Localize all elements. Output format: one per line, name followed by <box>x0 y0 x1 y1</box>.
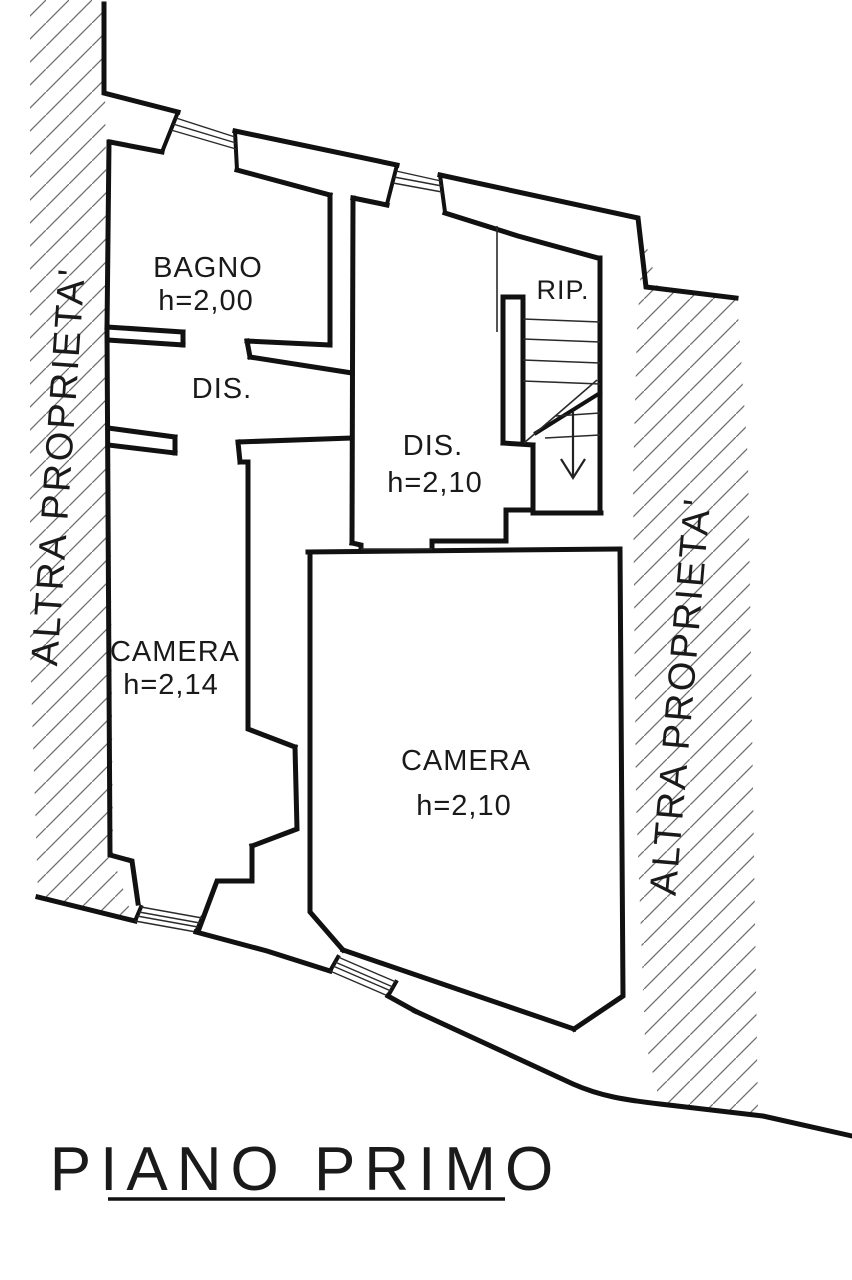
corridor-bottom-wall-left <box>105 425 178 456</box>
stair-winder-edge <box>533 390 603 436</box>
dis-lower-bottom-wall <box>349 507 536 552</box>
stair-tread-1 <box>522 318 601 323</box>
bottom-wall-left <box>34 893 139 925</box>
outer-wall-left <box>104 139 141 906</box>
stair-tread-2 <box>522 338 601 343</box>
stair-tread-3 <box>522 359 601 364</box>
room-label-dis-upper: DIS. <box>192 373 252 405</box>
mid-vertical-wall <box>349 195 356 546</box>
room-height-bagno: h=2,00 <box>158 285 254 317</box>
room-label-bagno: BAGNO <box>153 252 263 284</box>
room-label-camera-main: CAMERA <box>401 745 531 777</box>
room-height-camera-left: h=2,14 <box>123 669 219 701</box>
stair-bottom-wall <box>500 440 604 516</box>
outer-wall-top-mid <box>232 128 400 168</box>
right-property-hatch <box>633 233 758 1115</box>
stair-down-arrow-icon <box>560 412 586 481</box>
inner-top-wall <box>107 139 165 155</box>
room-label-camera-left: CAMERA <box>110 636 240 668</box>
camera-main-left-wall <box>307 549 347 954</box>
terrain-boundary-line <box>411 1007 852 1139</box>
camera-main-bottom-inner <box>339 946 578 1033</box>
camera-main-top-wall <box>305 546 620 555</box>
room-label-dis-lower: DIS. <box>403 430 463 462</box>
bagno-bottom-wall-left <box>104 324 186 348</box>
window-opening-stair <box>384 162 448 215</box>
corridor-bottom-wall-right <box>235 435 355 465</box>
inner-top-wall-3 <box>350 195 390 208</box>
bottom-wall-mid <box>192 928 334 975</box>
window-opening-camera-main <box>327 954 399 999</box>
page-title: PIANO PRIMO <box>50 1135 562 1204</box>
bottom-wall-right <box>384 992 419 1015</box>
inner-top-wall-2 <box>233 166 334 199</box>
bagno-bottom-wall-right <box>244 338 355 376</box>
camera-left-right-wall <box>195 459 300 933</box>
stair-tread-5 <box>555 412 601 417</box>
stair-tread-4 <box>522 380 601 385</box>
camera-main-right-wall <box>570 546 626 1033</box>
room-label-rip: RIP. <box>536 275 589 305</box>
room-height-dis-lower: h=2,10 <box>387 467 483 499</box>
outer-wall-top-left <box>101 1 182 116</box>
outer-wall-top-right <box>437 172 739 301</box>
inner-top-wall-4 <box>441 209 602 262</box>
staircase <box>496 226 604 516</box>
stair-winder-edge-2 <box>523 379 598 444</box>
stair-left-wall-band <box>500 294 526 446</box>
window-opening-bagno <box>159 109 240 173</box>
room-height-camera-main: h=2,10 <box>416 790 512 822</box>
window-opening-camera-left <box>132 904 205 935</box>
